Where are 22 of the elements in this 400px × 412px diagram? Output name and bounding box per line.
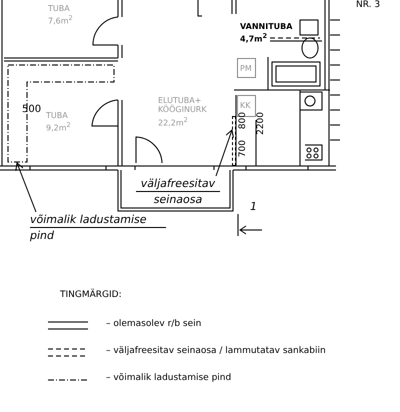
legend-text: – olemasolev r/b sein — [106, 319, 202, 329]
section-number: 1 — [250, 200, 257, 213]
room-area: 4,7m$^{2}$ — [240, 32, 268, 44]
annotation-text: võimalik ladustamise pind — [30, 212, 166, 244]
room-area: 22,2m$^{2}$ — [158, 116, 228, 128]
room-name: ELUTUBA+ KÖÖGINURK — [158, 96, 208, 114]
room-number: NR. 3 — [356, 0, 380, 10]
removable-wall-section — [232, 116, 236, 166]
utility-box — [237, 58, 256, 78]
dimension-text: 700 — [238, 140, 248, 158]
legend-title: TINGMÄRGID: — [60, 290, 122, 300]
room-code: KK — [240, 101, 250, 110]
dimension-text: 2200 — [256, 112, 266, 135]
leader-line — [15, 162, 36, 212]
room-name: VANNITUBA — [240, 22, 292, 31]
room-area: 7,6m$^{2}$ — [48, 14, 73, 26]
legend-text: – võimalik ladustamise pind — [106, 373, 232, 383]
room-name: TUBA — [48, 4, 70, 13]
leader-line — [216, 130, 234, 176]
dimension-text: 800 — [238, 112, 248, 130]
legend-text: – väljafreesitav seinaosa / lammutatav sankabiin — [106, 346, 326, 356]
room-code: PM — [240, 64, 252, 73]
